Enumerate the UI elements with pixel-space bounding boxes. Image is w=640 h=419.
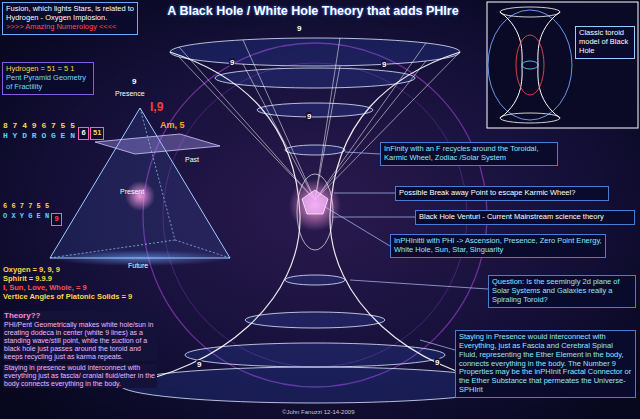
box-text: 6 xyxy=(81,129,86,138)
nine-lines xyxy=(179,38,460,200)
box-text: Hydrogen = 51 = 5 1 xyxy=(6,65,90,74)
element-letters: H Y D R O G E N xyxy=(3,131,75,140)
note-line: I, Sun, Love, Whole, = 9 xyxy=(3,284,87,293)
theory-heading: Theory?? xyxy=(3,311,157,320)
box-text: Staying in Presence would interconnect w… xyxy=(459,333,632,395)
numerology-label: I,9 xyxy=(150,101,163,115)
callout-number: 9 xyxy=(381,60,387,69)
inset-label-box: Classic toroid model of Black Hole xyxy=(575,26,635,59)
pyramid-label: Present xyxy=(120,188,144,196)
box-text: Black Hole Venturi - Current Mainstream … xyxy=(419,213,631,222)
letter-values: 8 7 4 9 6 7 5 5 xyxy=(3,121,75,130)
note-box: Fusion, which lights Stars, is related t… xyxy=(2,2,138,35)
number-cell: 51 xyxy=(90,127,104,140)
callout-number: 9 xyxy=(296,24,302,33)
callout-number: 9 xyxy=(196,360,202,369)
letter-values: 6 6 7 7 5 5 xyxy=(3,202,49,210)
box-text: Possible Break away Point to escape Karm… xyxy=(399,189,605,198)
pyramid-label: Presence xyxy=(115,90,145,98)
box-text: Fusion, which lights Stars, is related t… xyxy=(6,5,134,23)
callout-box: Black Hole Venturi - Current Mainstream … xyxy=(415,210,635,225)
number-cell: 6 xyxy=(78,127,89,140)
theory-text: PHI/Pent Geometrically makes white hole/… xyxy=(3,321,157,361)
callout-box: InFinity with an F recycles around the T… xyxy=(380,142,558,166)
note-line: Vertice Angles of Platonic Solids = 9 xyxy=(3,293,132,302)
toroid-inset xyxy=(487,2,638,128)
box-text: InFinity with an F recycles around the T… xyxy=(384,145,554,163)
copyright: ©John Fanuzzi 12-14-2009 xyxy=(282,409,354,416)
callout-box: Staying in Presence would interconnect w… xyxy=(455,330,636,398)
callout-number: 9 xyxy=(229,58,235,67)
box-text: Classic toroid model of Black Hole xyxy=(579,29,631,56)
note-line: Oxygen = 9, 9, 9 xyxy=(3,266,60,275)
element-letters: O X Y G E N xyxy=(3,212,49,220)
box-text: >>>> Amazing Numerology <<<< xyxy=(6,23,134,32)
box-text: Pent Pyramid Geometry of Fractility xyxy=(6,74,90,92)
pyramid-label: Future xyxy=(128,262,148,270)
callout-box: InPHInitti with PHI -> Ascension, Presen… xyxy=(390,234,606,258)
callout-number: 9 xyxy=(306,112,312,121)
number-cell: 9 xyxy=(51,213,62,226)
box-text: Question: Is the seemingly 2d plane of S… xyxy=(492,278,632,305)
callout-number: 9 xyxy=(434,358,440,367)
box-text: InPHInitti with PHI -> Ascension, Presen… xyxy=(394,237,602,255)
box-text: 51 xyxy=(93,129,101,138)
box-text: 9 xyxy=(54,215,59,224)
callout-box: Question: Is the seemingly 2d plane of S… xyxy=(488,275,636,308)
numerology-label: Am, 5 xyxy=(160,120,185,130)
pyramid-label: Past xyxy=(185,156,199,164)
note-box: Hydrogen = 51 = 5 1Pent Pyramid Geometry… xyxy=(2,62,94,95)
pent-pyramid xyxy=(50,108,230,266)
note-line: Sphirit = 9.9.9 xyxy=(3,275,52,284)
theory-text: Staying in presence would interconnect w… xyxy=(3,364,157,388)
callout-box: Possible Break away Point to escape Karm… xyxy=(395,186,609,201)
diagram-title: A Black Hole / White Hole Theory that ad… xyxy=(167,4,458,18)
callout-number: 9 xyxy=(131,77,137,86)
